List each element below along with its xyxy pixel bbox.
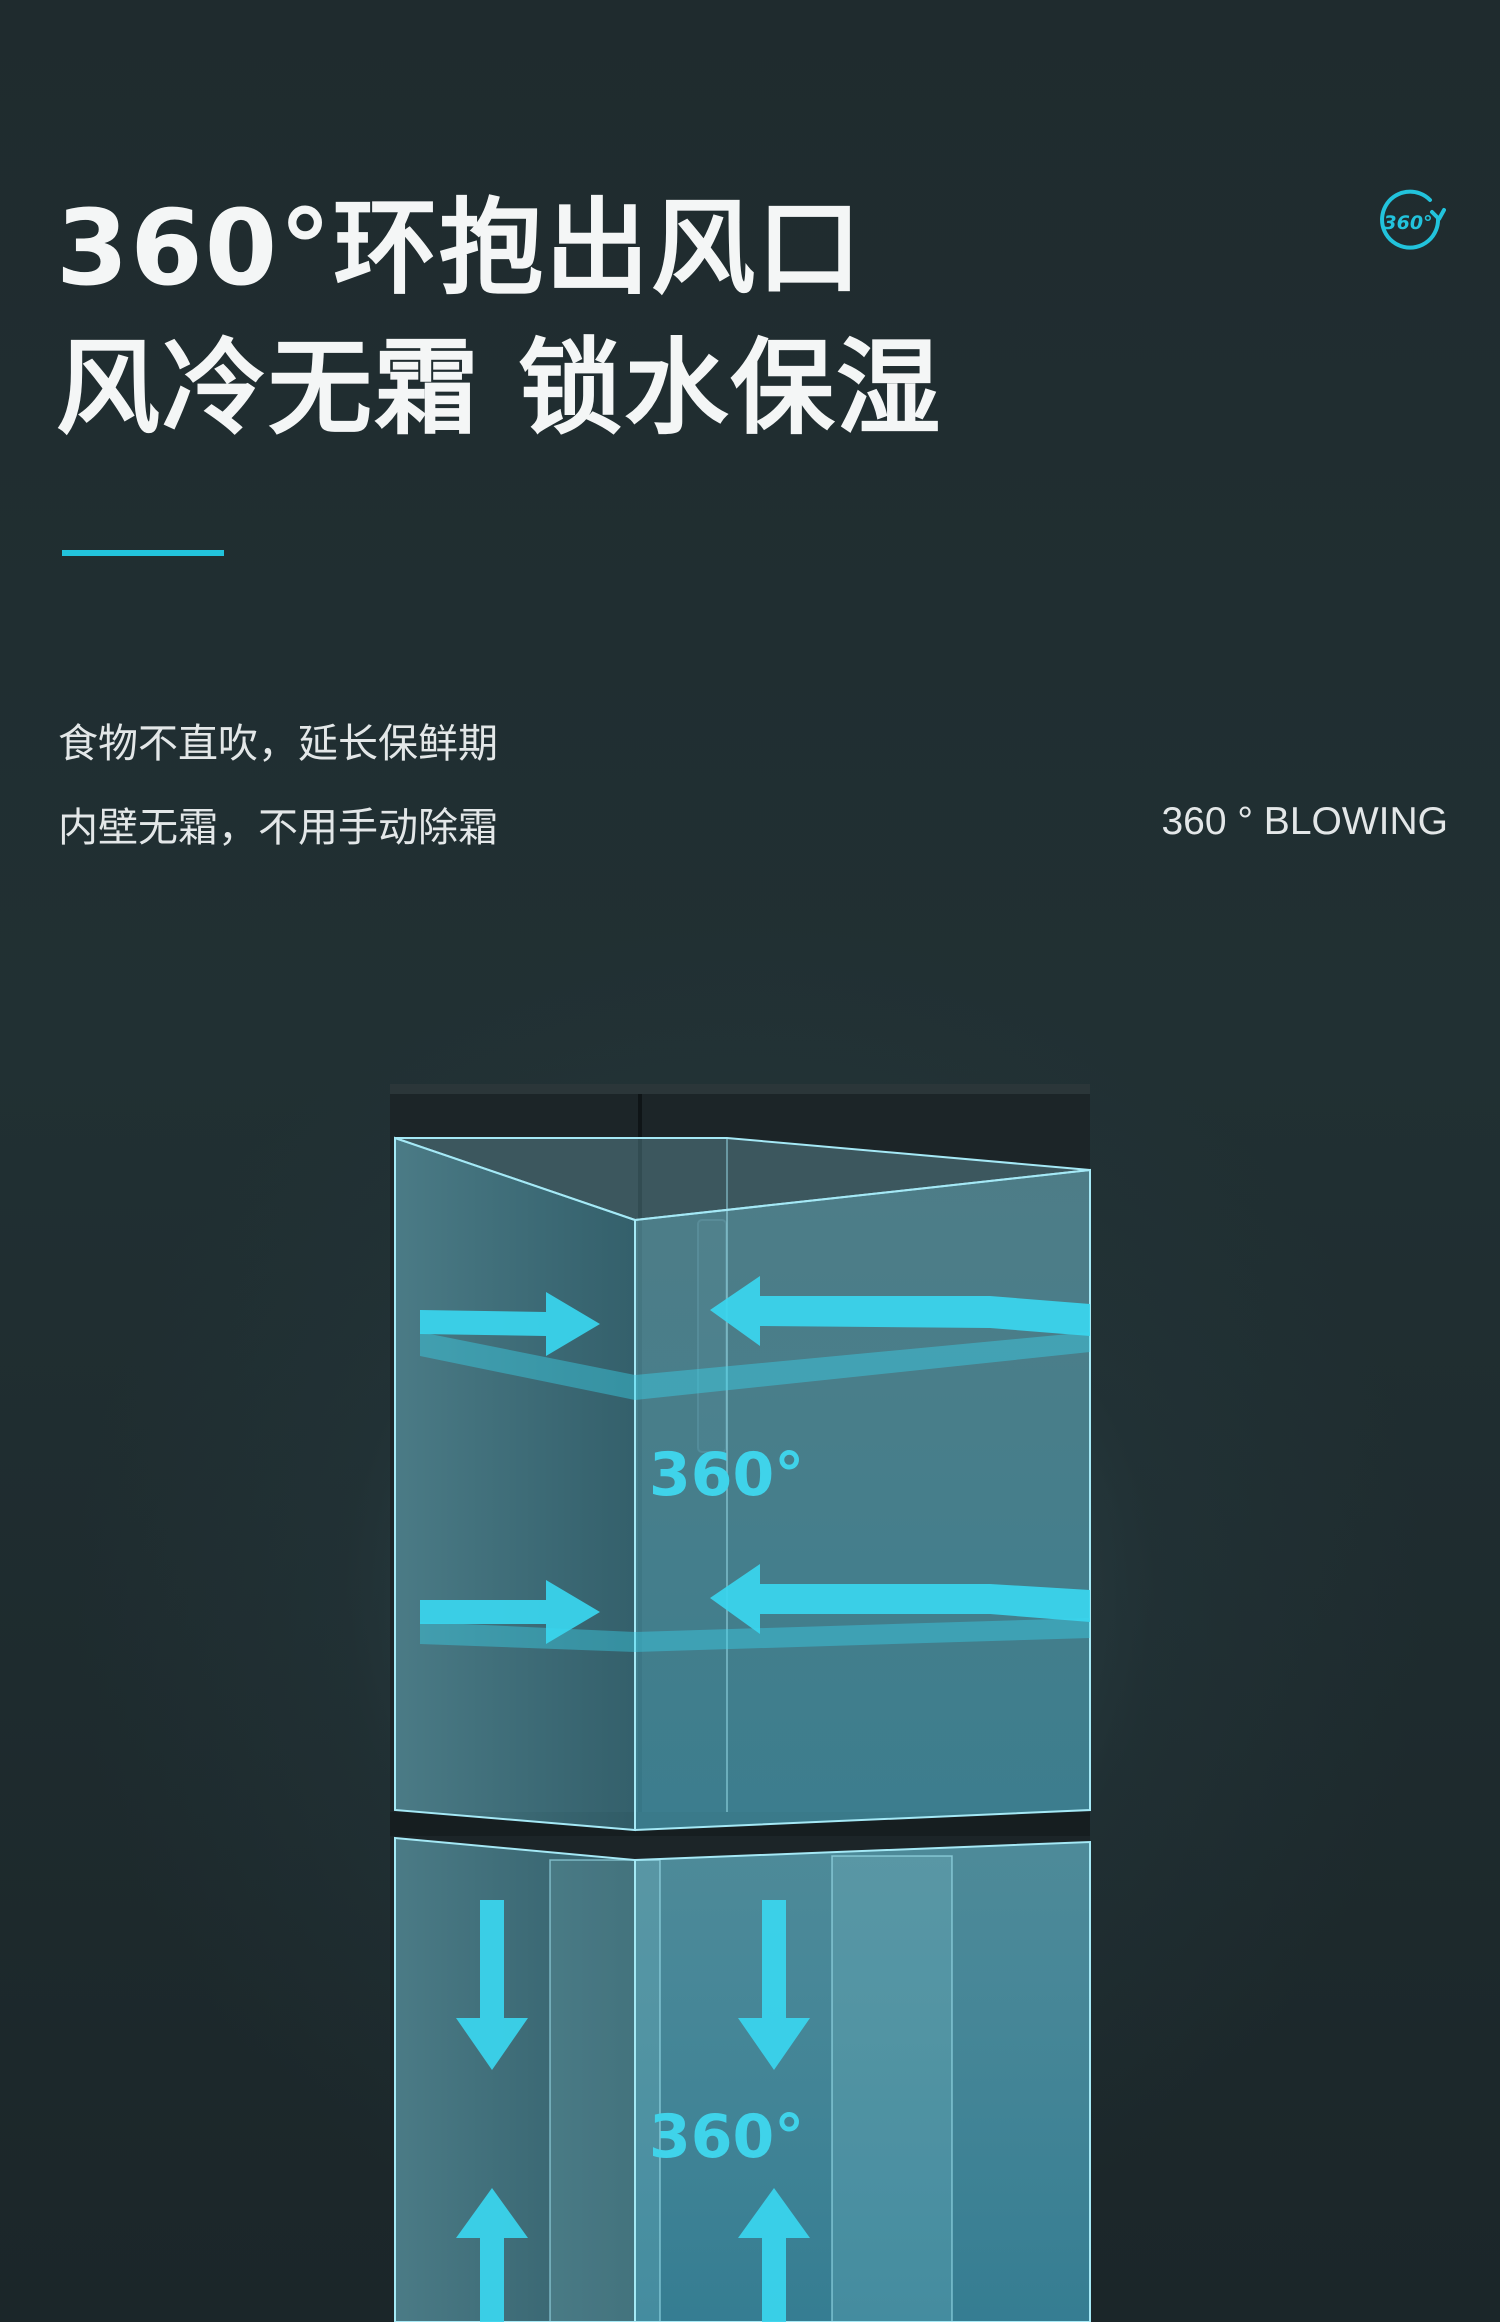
- headline-line-2: 风冷无霜 锁水保湿: [56, 327, 943, 449]
- description-line-1: 食物不直吹，延长保鲜期: [58, 721, 498, 767]
- upper-zone-label: 360°: [649, 1440, 805, 1510]
- headline-line-1: 360°环抱出风口: [56, 187, 864, 309]
- fridge-top-edge: [390, 1084, 1090, 1094]
- rotate-360-icon: 360°: [1380, 189, 1446, 250]
- lower-glass-left-face: [394, 1836, 636, 2322]
- lower-inner-panel: [831, 1855, 953, 2322]
- airflow-band: [420, 1332, 1090, 1400]
- description-line-2: 内壁无霜，不用手动除霜: [58, 805, 498, 851]
- fridge-illustration: [390, 1084, 1091, 2322]
- lower-glass-front-face: [634, 1840, 1091, 2322]
- english-caption: 360 ° BLOWING: [1161, 800, 1448, 843]
- badge-text: 360°: [1383, 212, 1432, 234]
- lower-zone-label: 360°: [649, 2102, 805, 2172]
- airflow-arrow-down: [456, 1900, 528, 2070]
- airflow-arrow-up: [738, 2188, 810, 2322]
- airflow-arrow-right: [420, 1580, 600, 1644]
- airflow-arrow-left: [710, 1564, 1090, 1634]
- headline: 360°环抱出风口 风冷无霜 锁水保湿: [56, 178, 942, 458]
- lower-inner-panel: [549, 1859, 661, 2322]
- airflow-arrow-left: [710, 1276, 1090, 1346]
- upper-glass-left-face: [394, 1136, 636, 1832]
- airflow-arrow-up: [456, 2188, 528, 2322]
- airflow-arrow-right: [420, 1292, 600, 1356]
- accent-divider: [62, 550, 224, 556]
- description: 食物不直吹，延长保鲜期 内壁无霜，不用手动除霜: [58, 702, 498, 870]
- airflow-band: [420, 1618, 1090, 1652]
- airflow-arrow-down: [738, 1900, 810, 2070]
